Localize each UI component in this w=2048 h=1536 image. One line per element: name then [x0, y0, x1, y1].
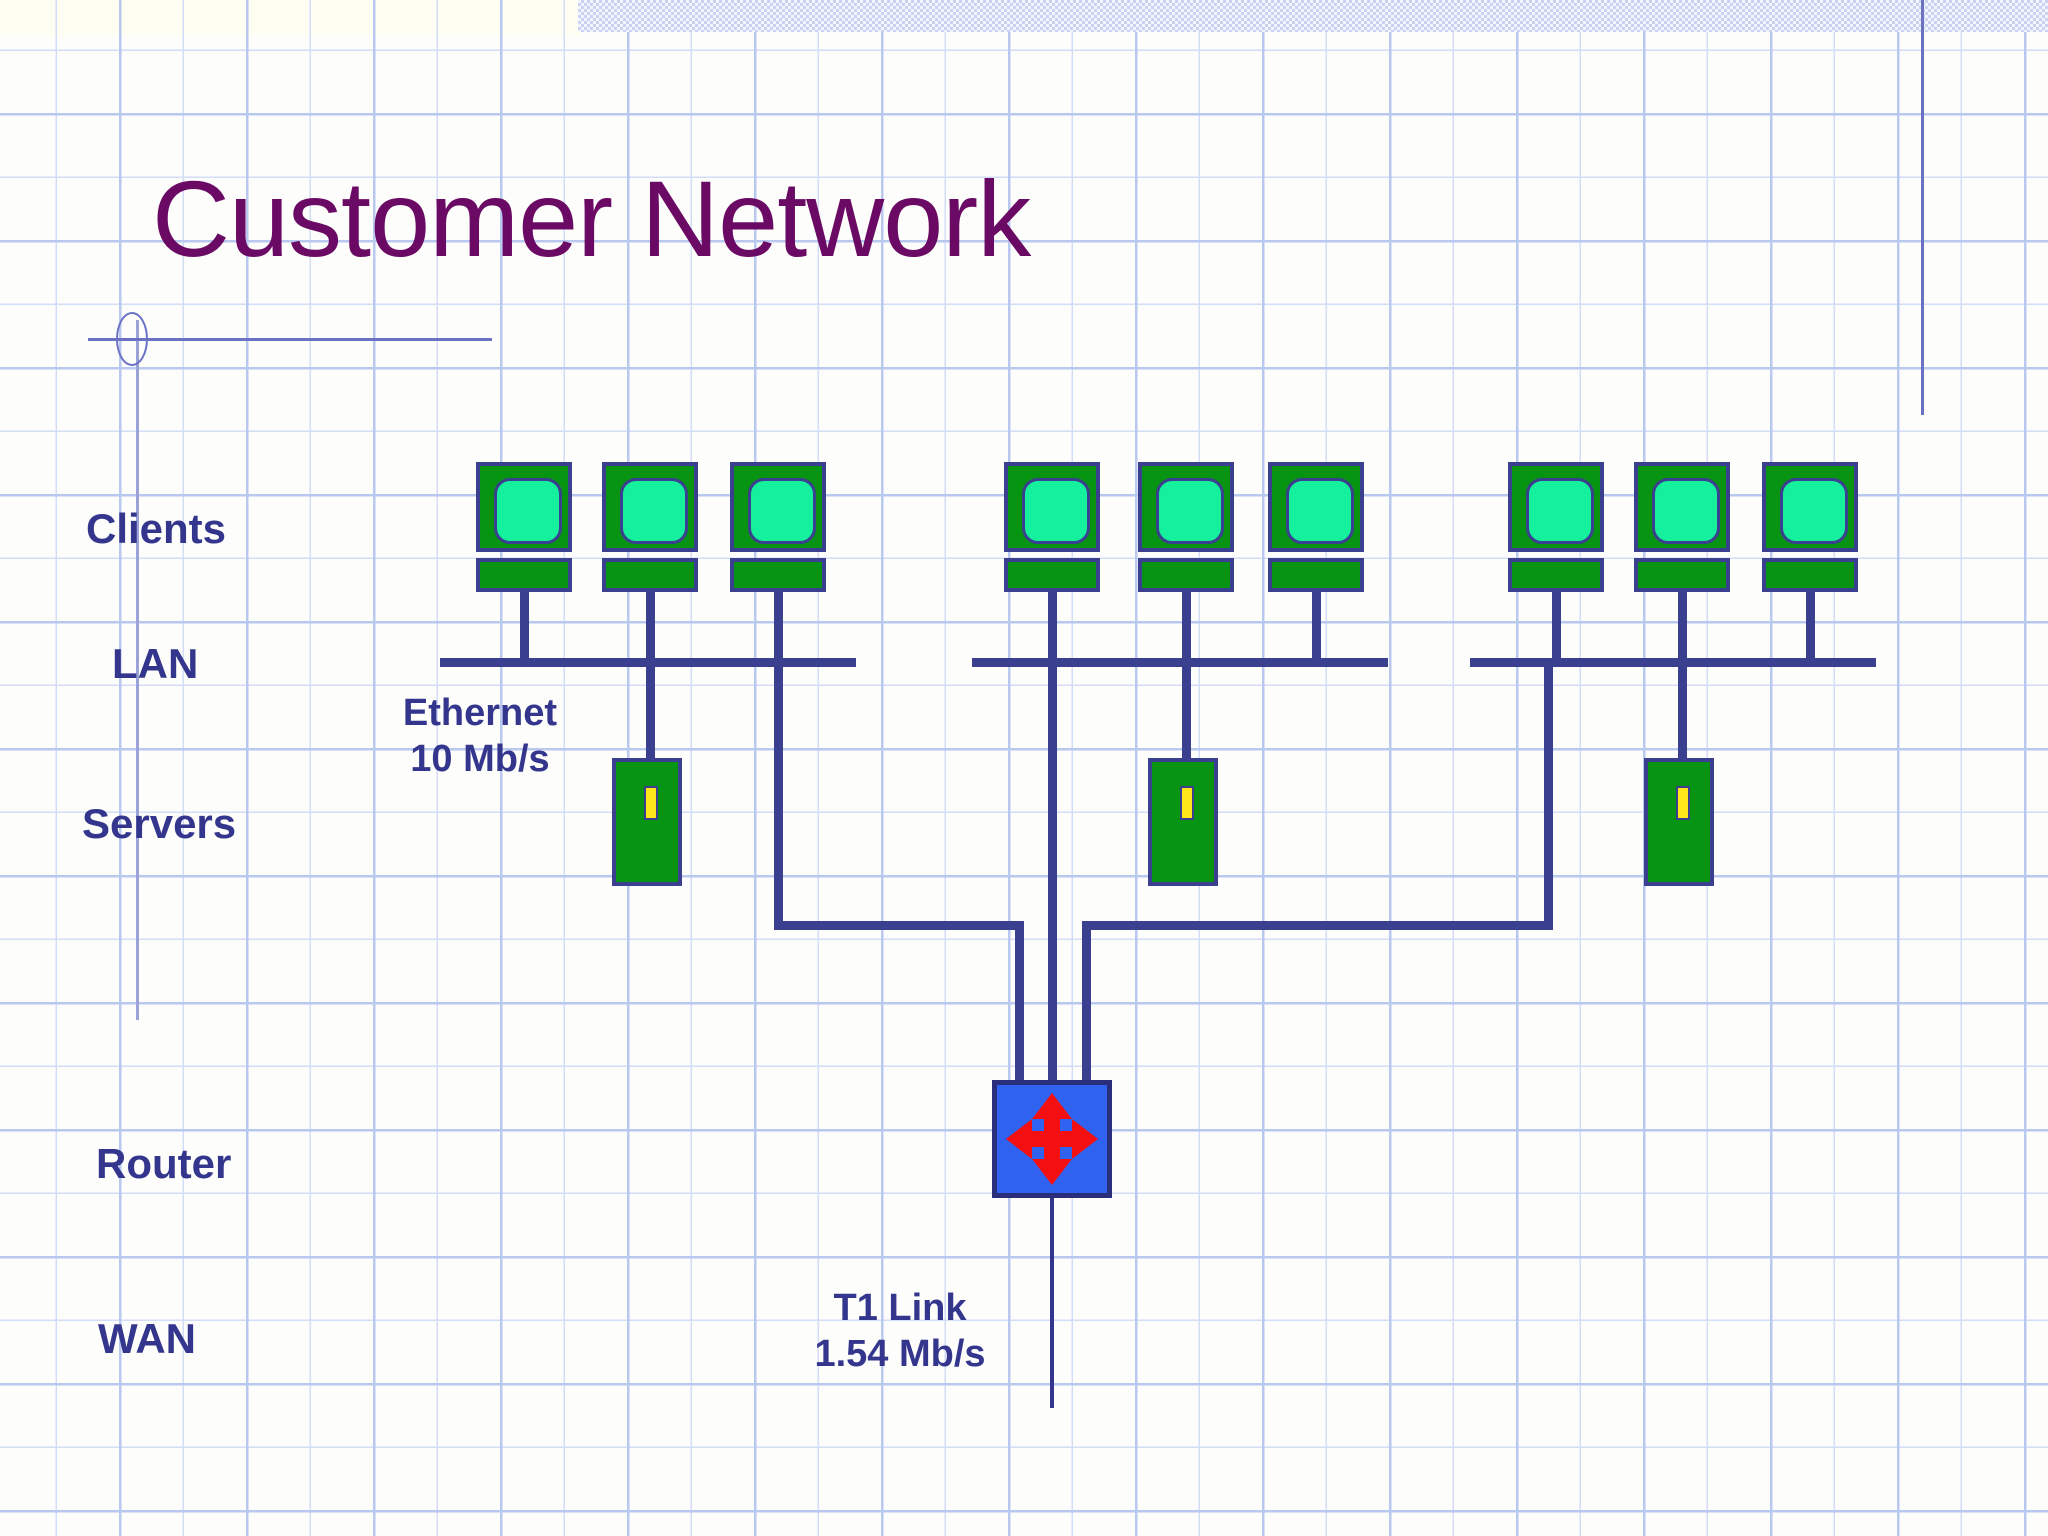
- server-led-icon: [1676, 786, 1690, 820]
- row-label-clients: Clients: [86, 505, 227, 552]
- title-decoration-vertical-line: [136, 320, 139, 1020]
- client-workstation[interactable]: [1268, 462, 1364, 592]
- client-drop-cable: [646, 592, 655, 762]
- workstation-icon: [476, 462, 572, 552]
- workstation-base: [1004, 558, 1100, 592]
- server-led-icon: [644, 786, 658, 820]
- row-label-servers: Servers: [82, 800, 237, 847]
- workstation-icon: [1508, 462, 1604, 552]
- client-workstation[interactable]: [1004, 462, 1100, 592]
- server-tower[interactable]: [1644, 758, 1714, 886]
- workstation-base: [1634, 558, 1730, 592]
- row-label-router: Router: [96, 1140, 232, 1187]
- workstation-icon: [1268, 462, 1364, 552]
- workstation-icon: [1004, 462, 1100, 552]
- workstation-screen: [1526, 478, 1594, 544]
- client-drop-cable: [520, 592, 529, 662]
- client-drop-cable: [1048, 592, 1057, 1084]
- client-workstation[interactable]: [1508, 462, 1604, 592]
- title-decoration-circle: [116, 312, 148, 366]
- paper-tint: [0, 0, 580, 36]
- client-drop-cable: [1312, 592, 1321, 662]
- row-label-wan: WAN: [98, 1315, 196, 1362]
- lan-bus-segment: [972, 658, 1388, 667]
- client-workstation[interactable]: [1634, 462, 1730, 592]
- workstation-screen: [1780, 478, 1848, 544]
- workstation-base: [1762, 558, 1858, 592]
- client-workstation[interactable]: [1762, 462, 1858, 592]
- workstation-icon: [1634, 462, 1730, 552]
- workstation-screen: [1156, 478, 1224, 544]
- server-tower[interactable]: [612, 758, 682, 886]
- client-workstation[interactable]: [476, 462, 572, 592]
- server-led-icon: [1180, 786, 1194, 820]
- annotation-ethernet-speed: Ethernet 10 Mb/s: [402, 692, 558, 781]
- annotation-t1-speed: T1 Link 1.54 Mb/s: [814, 1287, 986, 1376]
- lan-bus-segment: [1470, 658, 1876, 667]
- workstation-icon: [730, 462, 826, 552]
- workstation-base: [1268, 558, 1364, 592]
- client-workstation[interactable]: [730, 462, 826, 592]
- client-workstation[interactable]: [1138, 462, 1234, 592]
- title-decoration-horizontal-line: [88, 338, 492, 341]
- workstation-icon: [1138, 462, 1234, 552]
- router-device[interactable]: [992, 1080, 1112, 1198]
- workstation-base: [730, 558, 826, 592]
- workstation-screen: [494, 478, 562, 544]
- workstation-screen: [1022, 478, 1090, 544]
- lan-bus-segment: [440, 658, 856, 667]
- client-workstation[interactable]: [602, 462, 698, 592]
- client-drop-cable: [1806, 592, 1815, 662]
- workstation-icon: [602, 462, 698, 552]
- workstation-screen: [748, 478, 816, 544]
- lan-trunk-cable: [774, 921, 1024, 930]
- lan-trunk-cable: [1015, 921, 1024, 1083]
- client-drop-cable: [1678, 592, 1687, 762]
- client-drop-cable: [1182, 592, 1191, 762]
- workstation-base: [476, 558, 572, 592]
- lan-trunk-cable: [1082, 921, 1091, 1083]
- workstation-screen: [1652, 478, 1720, 544]
- workstation-icon: [1762, 462, 1858, 552]
- right-guide-rule: [1921, 0, 1924, 415]
- client-drop-cable: [774, 592, 783, 922]
- workstation-base: [602, 558, 698, 592]
- workstation-screen: [620, 478, 688, 544]
- workstation-base: [1138, 558, 1234, 592]
- page-title: Customer Network: [152, 158, 1031, 279]
- router-four-arrow-icon: [1006, 1093, 1098, 1185]
- lan-trunk-cable: [1082, 921, 1553, 930]
- workstation-screen: [1286, 478, 1354, 544]
- dither-band: [578, 0, 2048, 32]
- wan-t1-link-line: [1050, 1198, 1054, 1408]
- server-tower[interactable]: [1148, 758, 1218, 886]
- lan-trunk-cable: [1544, 658, 1553, 922]
- workstation-base: [1508, 558, 1604, 592]
- client-drop-cable: [1552, 592, 1561, 662]
- row-label-lan: LAN: [112, 640, 199, 687]
